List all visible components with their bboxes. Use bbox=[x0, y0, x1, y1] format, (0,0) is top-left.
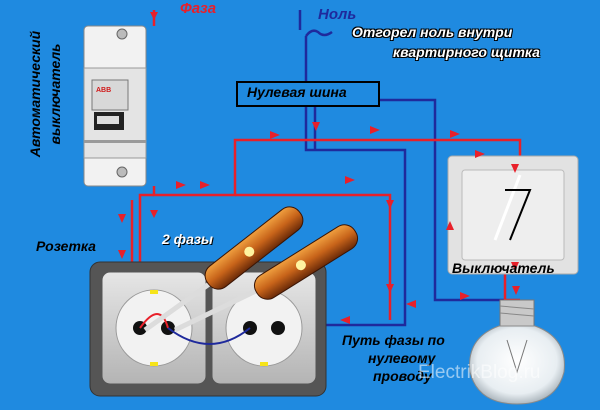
two-phases-label: 2 фазы bbox=[162, 231, 213, 247]
svg-text:ABB: ABB bbox=[96, 87, 111, 94]
light-switch bbox=[447, 155, 579, 275]
phase-flow-arrows bbox=[118, 12, 520, 324]
phase-label: Фаза bbox=[180, 0, 217, 17]
phase-path-line3: проводу bbox=[373, 368, 432, 384]
neutral-bus-label: Нулевая шина bbox=[247, 84, 347, 100]
phase-path-line1: Путь фазы по bbox=[342, 332, 445, 348]
burned-neutral-break bbox=[305, 29, 333, 37]
circuit-breaker: ABB bbox=[83, 25, 147, 187]
burned-neutral-line1: Отгорел ноль внутри bbox=[352, 24, 513, 40]
breaker-label-line2: выключатель bbox=[47, 43, 63, 145]
switch-label: Выключатель bbox=[452, 260, 555, 276]
screwdrivers bbox=[143, 206, 359, 333]
light-bulb bbox=[469, 299, 565, 405]
socket-label: Розетка bbox=[36, 238, 96, 254]
breaker-label-line1: Автоматический bbox=[27, 30, 43, 158]
burned-neutral-line2: квартирного щитка bbox=[393, 44, 540, 60]
phase-path-line2: нулевому bbox=[368, 350, 436, 366]
neutral-label: Ноль bbox=[318, 6, 357, 23]
watermark: ElectrikBlog.ru bbox=[418, 362, 541, 383]
neutral-bus-box bbox=[236, 81, 380, 107]
